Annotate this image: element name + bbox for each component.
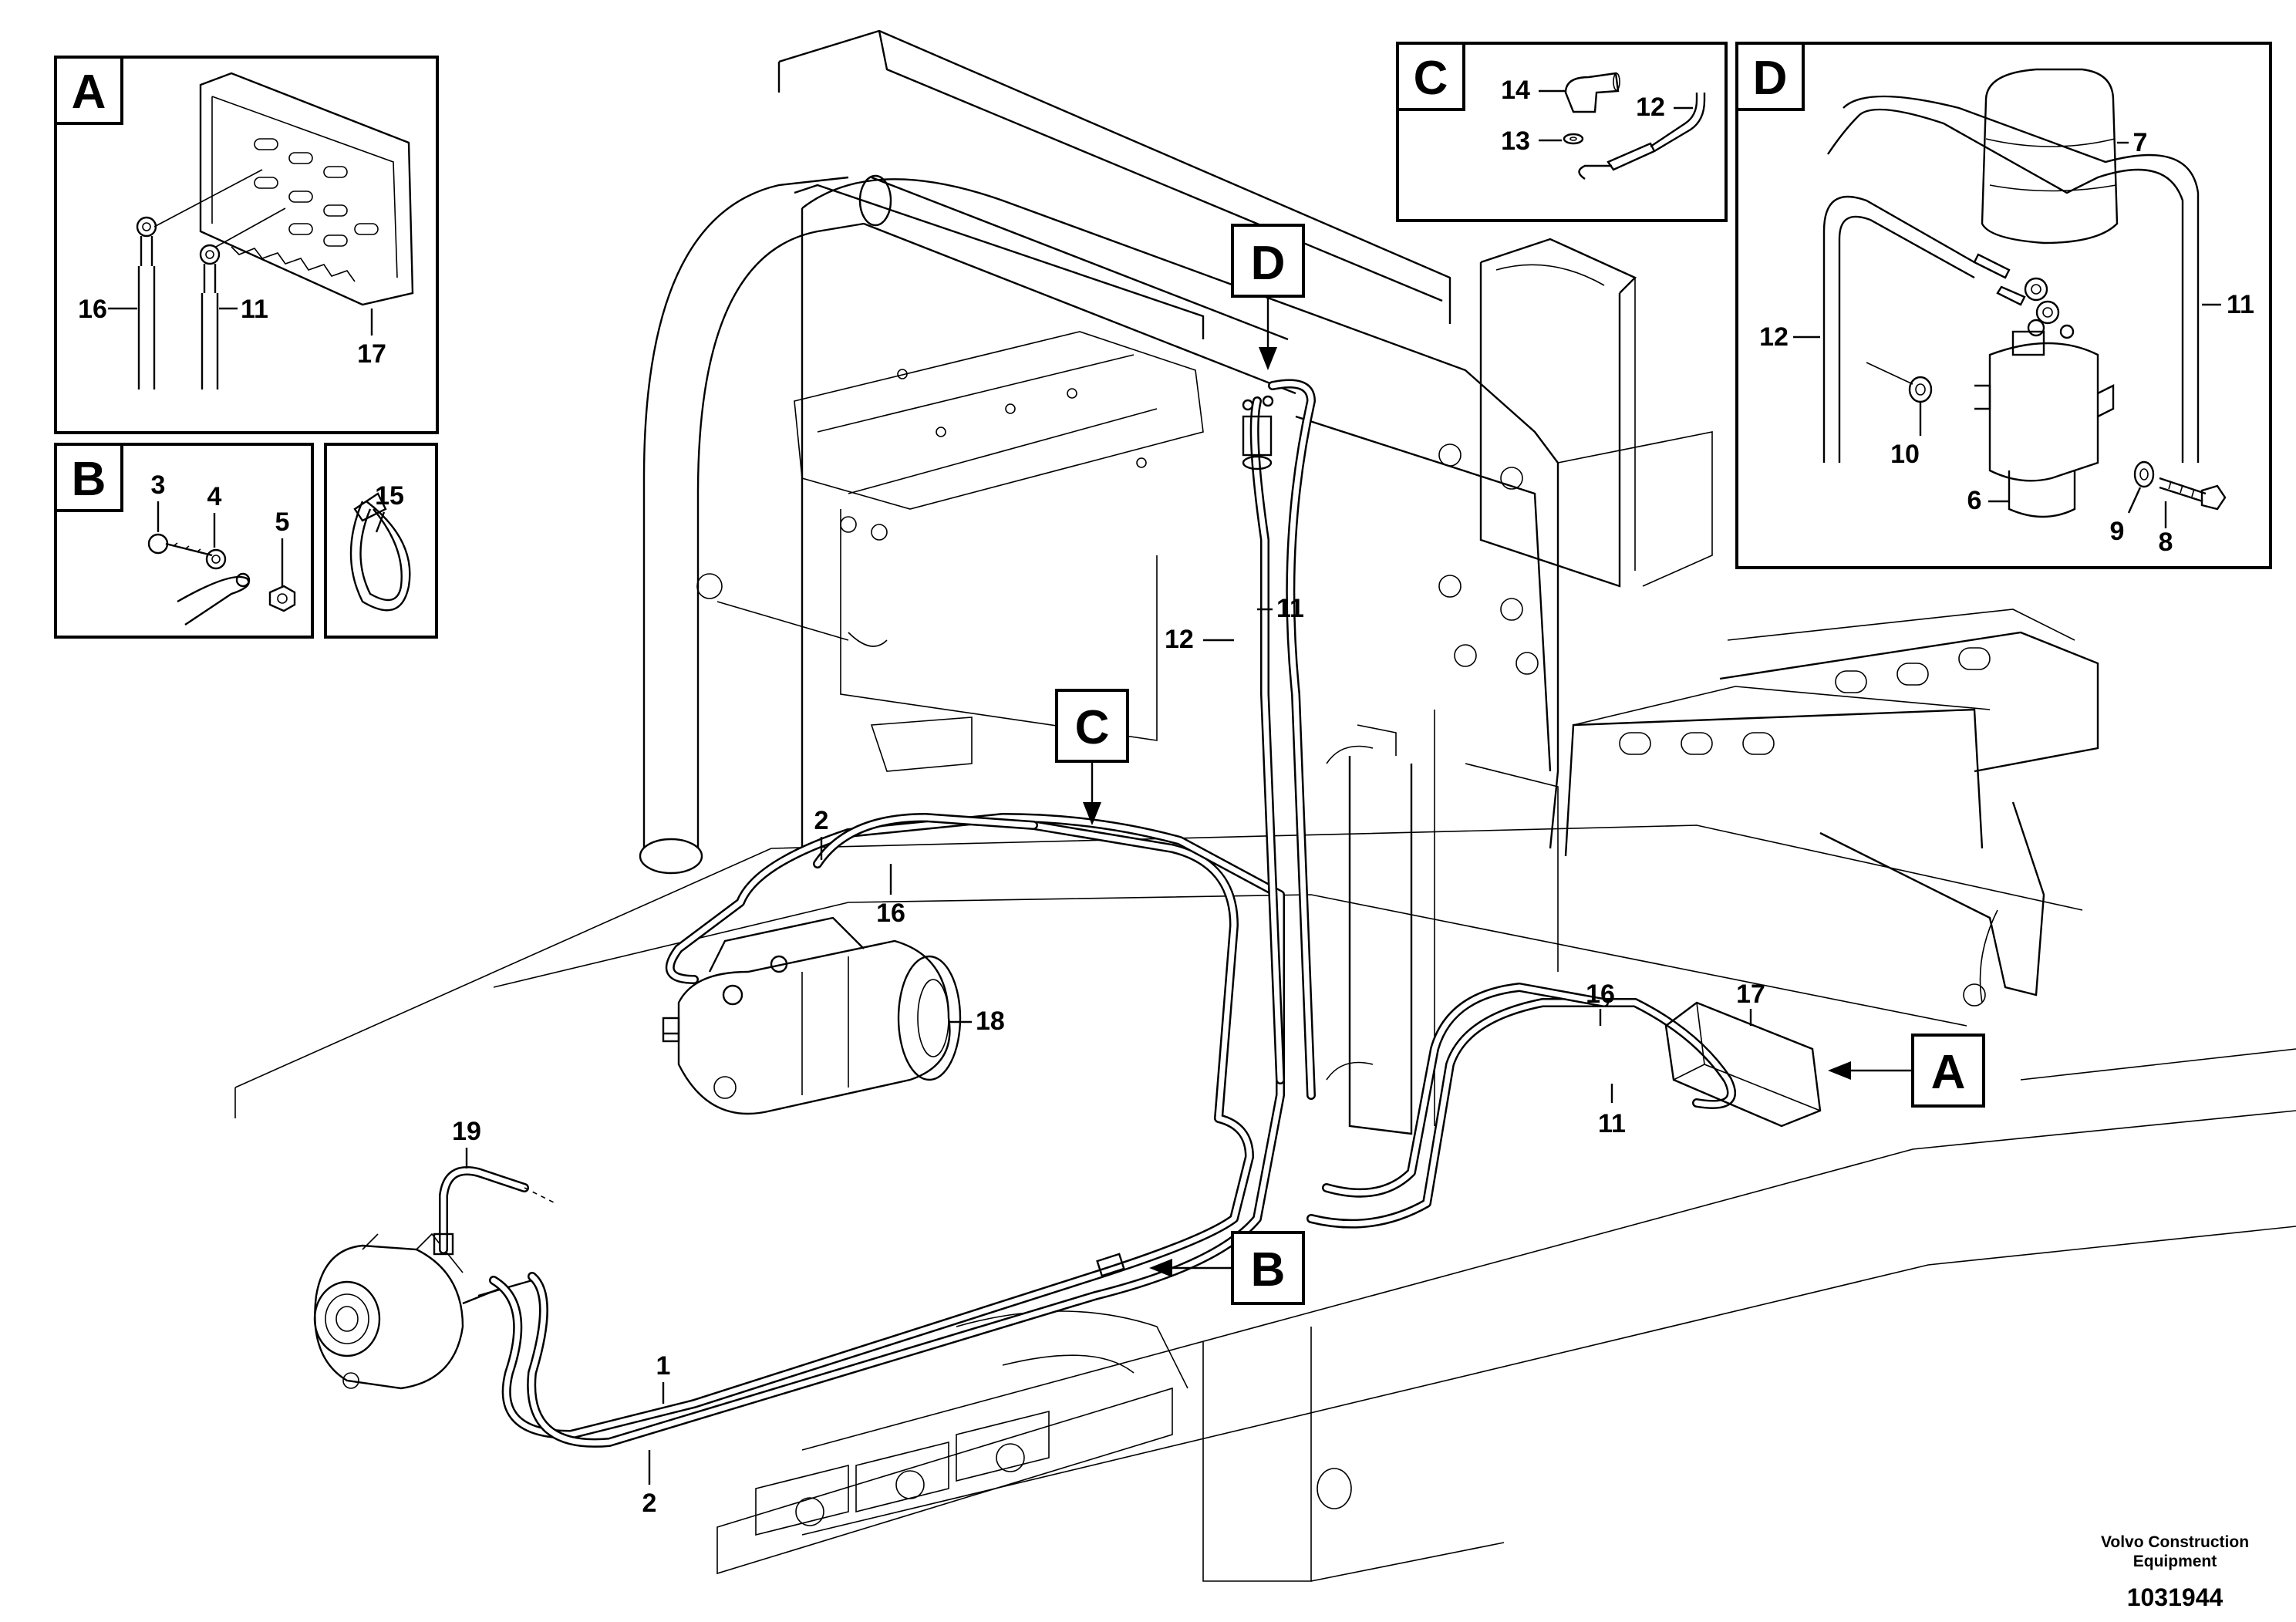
callout-tag-b-label: B: [1251, 1243, 1286, 1297]
drawing-number: 1031944: [2127, 1583, 2224, 1611]
detail-panel-b: B 3 4 5: [54, 443, 314, 639]
label-part-12-mid: 12: [1165, 625, 1194, 654]
label-part-18: 18: [976, 1007, 1005, 1036]
detail-b-label-3: 3: [151, 470, 166, 500]
starter-motor: [662, 916, 962, 1115]
detail-d-label-6: 6: [1967, 486, 1982, 515]
label-part-17-right: 17: [1736, 980, 1765, 1009]
detail-panel-c: C 14 13 12: [1396, 42, 1728, 222]
label-part-1: 1: [656, 1351, 671, 1381]
detail-d-label-8: 8: [2159, 528, 2173, 557]
label-part-11-right: 11: [1598, 1109, 1626, 1138]
detail-a-label-11: 11: [241, 295, 268, 324]
detail-d-label-9: 9: [2110, 517, 2125, 546]
detail-tie-label-15: 15: [375, 481, 404, 511]
detail-a-label-16: 16: [78, 295, 107, 324]
label-part-2-lower: 2: [642, 1489, 657, 1518]
footer: Volvo Construction Equipment 1031944: [2101, 1533, 2249, 1611]
callout-tag-b-main: B: [1149, 1231, 1305, 1305]
callout-tag-a-label: A: [1931, 1046, 1966, 1099]
detail-panel-a: A 16 11 17: [54, 56, 439, 434]
detail-b-label-5: 5: [275, 508, 290, 537]
label-part-2-upper: 2: [814, 806, 829, 835]
brand-line-1: Volvo Construction: [2101, 1533, 2249, 1551]
detail-panel-cable-tie: 15: [324, 443, 438, 639]
label-part-11-mid: 11: [1276, 594, 1304, 623]
detail-b-label-4: 4: [207, 482, 222, 511]
detail-d-label-10: 10: [1890, 440, 1920, 469]
detail-d-label-7: 7: [2133, 128, 2148, 157]
detail-d-label-11: 11: [2227, 290, 2254, 319]
engine-block: [716, 1310, 1188, 1575]
detail-a-label-17: 17: [357, 339, 386, 369]
cable-harness: [433, 379, 1736, 1448]
start-relay: [1242, 395, 1274, 470]
fuse-terminals: [254, 138, 379, 247]
detail-a-tag: A: [72, 66, 106, 119]
label-part-16-upper: 16: [876, 899, 905, 928]
callout-tag-c-main: C: [1055, 689, 1129, 825]
alternator: [313, 1233, 533, 1390]
label-part-16-right: 16: [1586, 980, 1615, 1009]
brand-line-2: Equipment: [2133, 1553, 2217, 1570]
main-part-labels: 2 16 18 12 11 16 17 11 19 1 2: [452, 594, 1765, 1518]
detail-c-label-12: 12: [1636, 93, 1665, 122]
detail-panel-d: D 7 11: [1735, 42, 2272, 569]
detail-c-tag: C: [1414, 52, 1448, 105]
callout-tag-d-label: D: [1251, 237, 1286, 290]
callout-tag-a-main: A: [1828, 1034, 1985, 1108]
label-part-19: 19: [452, 1117, 481, 1146]
detail-b-tag: B: [72, 453, 106, 506]
callout-tag-c-label: C: [1075, 701, 1110, 754]
detail-c-label-14: 14: [1501, 76, 1530, 105]
detail-d-label-12: 12: [1759, 322, 1789, 352]
detail-d-tag: D: [1753, 52, 1788, 105]
detail-c-label-13: 13: [1501, 126, 1530, 156]
fuse-box: [1664, 1001, 1822, 1128]
callout-tag-d-main: D: [1231, 224, 1305, 370]
